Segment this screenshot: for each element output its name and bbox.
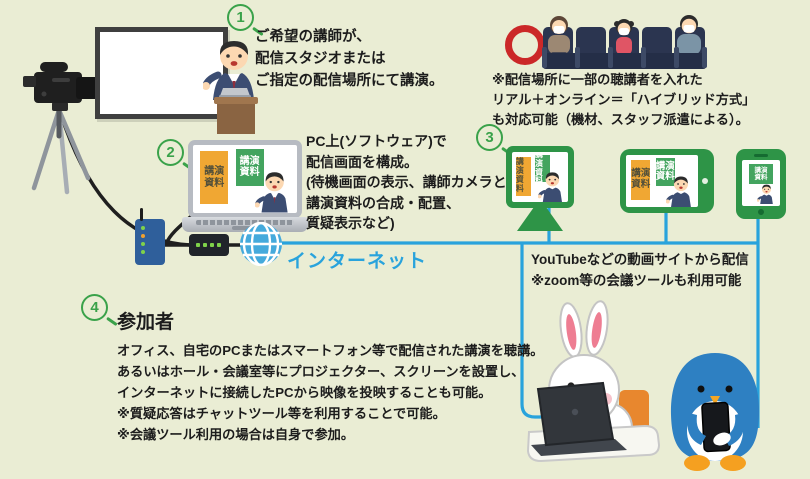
slide-box-green: 講演資料 (655, 158, 675, 187)
stream-screen-content: 講演資料 講演資料 (512, 152, 568, 202)
step-4-heading: 参加者 (117, 312, 175, 333)
desktop-monitor-icon: 講演資料 講演資料 (506, 146, 574, 231)
tablet-camera-dot (702, 178, 708, 184)
step-4-line: ※質疑応答はチャットツール等を利用することで可能。 (117, 406, 446, 421)
step-3-number: 3 (485, 129, 494, 146)
slide-box-green: 講演資料 (748, 163, 774, 184)
internet-label: インターネット (287, 251, 428, 272)
stream-screen-content: 講演資料 (742, 160, 780, 206)
step-1-text: ご希望の講師が、 配信スタジオまたは ご指定の配信場所にて講演。 (255, 26, 444, 92)
hybrid-ok-ring-icon (505, 25, 545, 65)
speaker-thumbnail-icon (757, 184, 774, 204)
monitor-stand (517, 207, 563, 231)
step-4-line: オフィス、自宅のPCまたはスマートフォン等で配信された講演を聴講。 (117, 343, 544, 358)
router-led (141, 250, 145, 254)
step-4-line: インターネットに接続したPCから映像を投映することも可能。 (117, 385, 492, 400)
step-4-number: 4 (90, 299, 99, 316)
speaker-thumbnail-icon (254, 172, 288, 213)
modem-led (203, 243, 207, 247)
penguin-participant-illustration (670, 353, 760, 471)
router-led (141, 226, 145, 230)
delivery-note-line: ※zoom等の会議ツールも利用可能 (531, 272, 742, 288)
hybrid-note-text: ※配信場所に一部の聴講者を入れた リアル＋オンライン＝「ハイブリッド方式」 も対… (492, 70, 755, 130)
monitor-frame: 講演資料 講演資料 (506, 146, 574, 208)
tablet-icon: 講演資料 講演資料 (620, 149, 714, 213)
slide-box-orange: 講演資料 (200, 151, 229, 205)
step-4-badge: 4 (81, 294, 108, 321)
step-1-line: 配信スタジオまたは (255, 51, 386, 67)
step-2-line: 質疑表示など) (306, 215, 395, 231)
modem-icon (189, 234, 229, 256)
step-4-line: あるいはホール・会議室等にプロジェクター、スクリーンを設置し、 (117, 364, 525, 379)
step-2-line: 講演資料の合成・配置、 (306, 194, 460, 211)
step-2-line: 配信画面を構成。 (306, 153, 418, 170)
step-1-number: 1 (236, 9, 245, 26)
router-icon (135, 208, 165, 265)
delivery-note-text: YouTubeなどの動画サイトから配信 ※zoom等の会議ツールも利用可能 (531, 250, 749, 291)
hybrid-note-line: も対応可能（機材、スタッフ派遣による）。 (492, 112, 749, 127)
globe-icon (240, 222, 282, 266)
step-3-badge: 3 (476, 124, 503, 151)
step-4-line: ※会議ツール利用の場合は自身で参加。 (117, 427, 355, 442)
rabbit-participant-illustration (526, 300, 661, 463)
laptop-screen: 講演資料 講演資料 (188, 140, 302, 218)
audience-illustration (542, 15, 707, 69)
streaming-laptop: 講演資料 講演資料 (182, 140, 308, 232)
whiteboard (95, 27, 228, 119)
modem-led (196, 243, 200, 247)
step-1-line: ご希望の講師が、 (255, 29, 371, 45)
step-4-text: オフィス、自宅のPCまたはスマートフォン等で配信された講演を聴講。 あるいはホー… (117, 340, 543, 445)
hybrid-note-line: ※配信場所に一部の聴講者を入れた (492, 72, 703, 87)
modem-led (210, 243, 214, 247)
hybrid-note-line: リアル＋オンライン＝「ハイブリッド方式」 (492, 92, 756, 107)
step-1-badge: 1 (227, 4, 254, 31)
participant-branch-line (520, 243, 564, 419)
step-2-badge: 2 (157, 139, 184, 166)
router-led (141, 234, 145, 238)
slide-box-orange: 講演資料 (631, 159, 651, 201)
step-1-line: ご指定の配信場所にて講演。 (255, 73, 444, 89)
laptop-base (182, 217, 308, 232)
modem-led (217, 243, 221, 247)
speaker-thumbnail-icon (537, 172, 562, 202)
step-2-line: (待機画面の表示、講師カメラと (306, 174, 507, 190)
smartphone-icon: 講演資料 (736, 149, 786, 219)
slide-box-orange: 講演資料 (515, 156, 532, 196)
speaker-thumbnail-icon (665, 176, 691, 207)
step-2-number: 2 (166, 144, 175, 161)
router-antenna (140, 208, 143, 221)
step-2-text: PC上(ソフトウェア)で 配信画面を構成。 (待機画面の表示、講師カメラと 講演… (306, 131, 507, 234)
stream-screen-content: 講演資料 講演資料 (626, 155, 698, 207)
phone-speaker (754, 154, 768, 157)
delivery-note-line: YouTubeなどの動画サイトから配信 (531, 252, 749, 267)
step-2-line: PC上(ソフトウェア)で (306, 133, 447, 149)
lecturer-illustration (203, 41, 258, 134)
slide-box-green: 講演資料 (235, 149, 264, 186)
phone-home-button (758, 209, 764, 215)
router-led (141, 242, 145, 246)
stream-screen-content: 講演資料 講演資料 (193, 145, 297, 213)
